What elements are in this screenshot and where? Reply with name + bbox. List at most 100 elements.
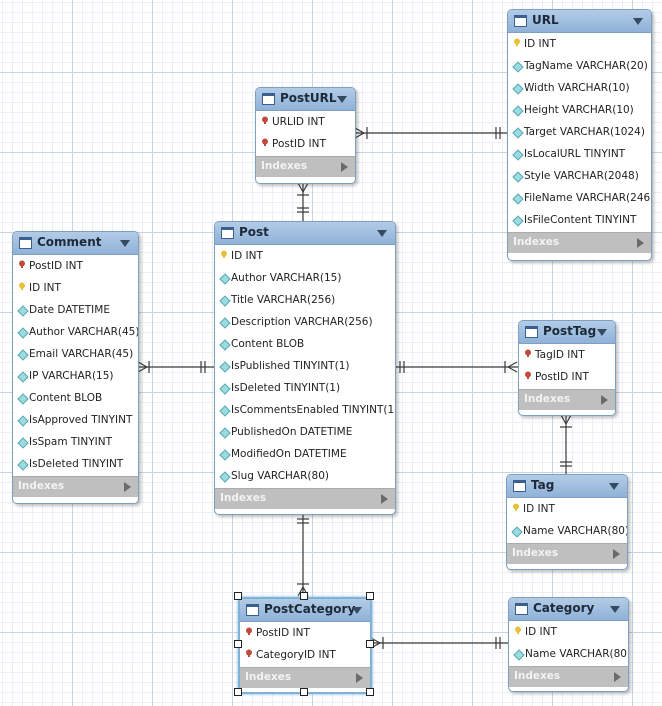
column-row[interactable]: IsLocalURL TINYINT bbox=[508, 144, 651, 166]
indexes-section[interactable]: Indexes bbox=[215, 488, 395, 509]
expand-arrow-icon[interactable] bbox=[124, 482, 131, 492]
column-row[interactable]: IsDeleted TINYINT bbox=[13, 454, 138, 476]
expand-arrow-icon[interactable] bbox=[356, 673, 363, 683]
column-row[interactable]: ID INT bbox=[508, 34, 651, 56]
column-row[interactable]: IsDeleted TINYINT(1) bbox=[215, 378, 395, 400]
relationship-posttag-tag[interactable] bbox=[560, 414, 572, 474]
column-row[interactable]: IsCommentsEnabled TINYINT(1) bbox=[215, 400, 395, 422]
resize-handle-top-right[interactable] bbox=[366, 592, 374, 600]
resize-handle-bottom-left[interactable] bbox=[234, 688, 242, 696]
relationship-posturl-post[interactable] bbox=[297, 182, 309, 221]
relationship-posturl-url[interactable] bbox=[354, 127, 507, 139]
entity-header[interactable]: Category bbox=[509, 598, 628, 621]
chevron-down-icon[interactable] bbox=[633, 18, 643, 25]
resize-handle-bottom-right[interactable] bbox=[366, 688, 374, 696]
expand-arrow-icon[interactable] bbox=[341, 162, 348, 172]
primary-key-icon bbox=[513, 503, 519, 511]
column-row[interactable]: IP VARCHAR(15) bbox=[13, 366, 138, 388]
column-row[interactable]: Content BLOB bbox=[215, 334, 395, 356]
column-row[interactable]: Date DATETIME bbox=[13, 300, 138, 322]
indexes-section[interactable]: Indexes bbox=[507, 543, 627, 564]
entity-header[interactable]: Comment bbox=[13, 232, 138, 255]
resize-handle-top-center[interactable] bbox=[300, 592, 308, 600]
expand-arrow-icon[interactable] bbox=[381, 494, 388, 504]
column-row[interactable]: Style VARCHAR(2048) bbox=[508, 166, 651, 188]
column-row[interactable]: ID INT bbox=[13, 278, 138, 300]
indexes-section[interactable]: Indexes bbox=[509, 666, 628, 687]
relationship-post-postcategory[interactable] bbox=[297, 513, 309, 597]
indexes-section[interactable]: Indexes bbox=[508, 232, 651, 253]
entity-header[interactable]: Post bbox=[215, 222, 395, 245]
column-row[interactable]: PostID INT bbox=[256, 134, 355, 156]
column-row[interactable]: IsFileContent TINYINT bbox=[508, 210, 651, 232]
expand-arrow-icon[interactable] bbox=[637, 238, 644, 248]
relationship-comment-post[interactable] bbox=[137, 361, 214, 373]
relationship-postcategory-category[interactable] bbox=[370, 637, 508, 649]
column-row[interactable]: TagID INT bbox=[519, 345, 615, 367]
resize-handle-top-left[interactable] bbox=[234, 592, 242, 600]
column-row[interactable]: TagName VARCHAR(20) bbox=[508, 56, 651, 78]
indexes-section[interactable]: Indexes bbox=[256, 156, 355, 177]
column-row[interactable]: IsPublished TINYINT(1) bbox=[215, 356, 395, 378]
expand-arrow-icon[interactable] bbox=[601, 395, 608, 405]
column-row[interactable]: Author VARCHAR(45) bbox=[13, 322, 138, 344]
column-row[interactable]: CategoryID INT bbox=[240, 645, 370, 667]
chevron-down-icon[interactable] bbox=[609, 483, 619, 490]
column-row[interactable]: PostID INT bbox=[519, 367, 615, 389]
column-row[interactable]: Title VARCHAR(256) bbox=[215, 290, 395, 312]
column-row[interactable]: IsSpam TINYINT bbox=[13, 432, 138, 454]
resize-handle-middle-left[interactable] bbox=[234, 640, 242, 648]
chevron-down-icon[interactable] bbox=[337, 96, 347, 103]
column-label: ID INT bbox=[523, 503, 555, 515]
column-row[interactable]: ModifiedOn DATETIME bbox=[215, 444, 395, 466]
indexes-section[interactable]: Indexes bbox=[13, 476, 138, 497]
chevron-down-icon[interactable] bbox=[597, 329, 607, 336]
column-row[interactable]: Name VARCHAR(80) bbox=[509, 644, 628, 666]
column-row[interactable]: ID INT bbox=[507, 499, 627, 521]
column-row[interactable]: Description VARCHAR(256) bbox=[215, 312, 395, 334]
chevron-down-icon[interactable] bbox=[377, 230, 387, 237]
resize-handle-bottom-center[interactable] bbox=[300, 688, 308, 696]
entity-header[interactable]: PostURL bbox=[256, 88, 355, 111]
column-row[interactable]: Content BLOB bbox=[13, 388, 138, 410]
chevron-down-icon[interactable] bbox=[352, 607, 362, 614]
entity-header[interactable]: PostCategory bbox=[240, 599, 370, 622]
column-row[interactable]: Width VARCHAR(10) bbox=[508, 78, 651, 100]
column-row[interactable]: FileName VARCHAR(246) bbox=[508, 188, 651, 210]
entity-tag[interactable]: Tag ID INT Name VARCHAR(80) Indexes bbox=[506, 474, 628, 570]
column-row[interactable]: Slug VARCHAR(80) bbox=[215, 466, 395, 488]
expand-arrow-icon[interactable] bbox=[613, 549, 620, 559]
column-row[interactable]: Name VARCHAR(80) bbox=[507, 521, 627, 543]
column-row[interactable]: Email VARCHAR(45) bbox=[13, 344, 138, 366]
expand-arrow-icon[interactable] bbox=[614, 672, 621, 682]
column-row[interactable]: Target VARCHAR(1024) bbox=[508, 122, 651, 144]
resize-handle-middle-right[interactable] bbox=[366, 640, 374, 648]
column-row[interactable]: ID INT bbox=[509, 622, 628, 644]
column-row[interactable]: Height VARCHAR(10) bbox=[508, 100, 651, 122]
chevron-down-icon[interactable] bbox=[120, 240, 130, 247]
column-row[interactable]: PostID INT bbox=[13, 256, 138, 278]
chevron-down-icon[interactable] bbox=[610, 606, 620, 613]
entity-header[interactable]: URL bbox=[508, 10, 651, 33]
column-row[interactable]: IsApproved TINYINT bbox=[13, 410, 138, 432]
column-row[interactable]: Author VARCHAR(15) bbox=[215, 268, 395, 290]
entity-header[interactable]: Tag bbox=[507, 475, 627, 498]
indexes-section[interactable]: Indexes bbox=[519, 389, 615, 410]
column-row[interactable]: PostID INT bbox=[240, 623, 370, 645]
column-row[interactable]: URLID INT bbox=[256, 112, 355, 134]
indexes-section[interactable]: Indexes bbox=[240, 667, 370, 688]
relationship-post-posttag[interactable] bbox=[394, 361, 518, 373]
entity-header[interactable]: PostTag bbox=[519, 321, 615, 344]
entity-title: PostTag bbox=[543, 324, 597, 338]
column-row[interactable]: ID INT bbox=[215, 246, 395, 268]
column-row[interactable]: PublishedOn DATETIME bbox=[215, 422, 395, 444]
